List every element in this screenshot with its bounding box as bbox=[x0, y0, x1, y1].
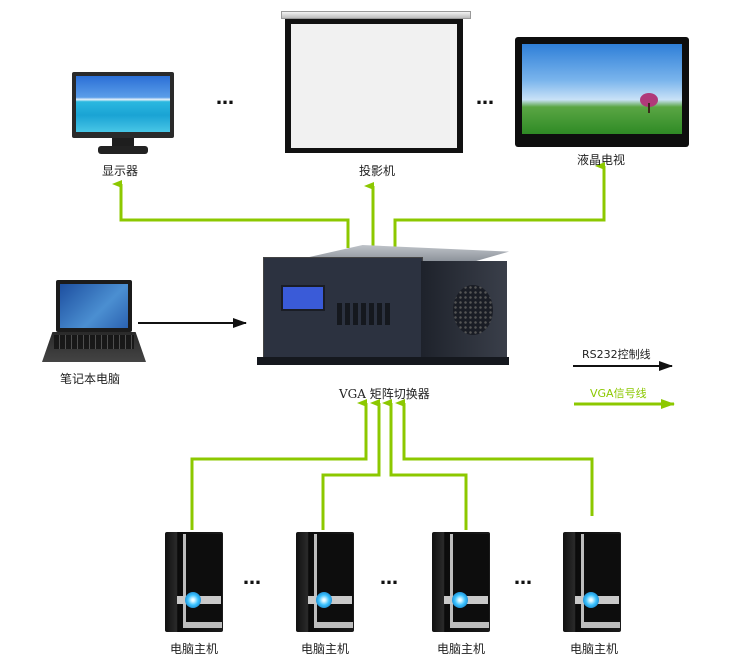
matrix-lcd bbox=[281, 285, 325, 311]
pc-tower-icon bbox=[296, 532, 354, 632]
vga-line-from-pc-3 bbox=[382, 399, 468, 530]
ellipsis-5: … bbox=[514, 568, 534, 589]
pc-tower-3 bbox=[432, 532, 490, 632]
legend-rs232-label: RS232控制线 bbox=[582, 348, 651, 361]
vga-line-to-tv bbox=[393, 162, 606, 248]
projector-screen-icon bbox=[281, 9, 471, 157]
pc-tower-icon bbox=[165, 532, 223, 632]
pc-label-4: 电脑主机 bbox=[570, 642, 619, 656]
matrix-switcher bbox=[257, 245, 509, 371]
lcd-tv bbox=[515, 37, 689, 147]
pc-tower-icon bbox=[432, 532, 490, 632]
projector bbox=[281, 9, 471, 157]
monitor-icon bbox=[72, 72, 174, 138]
vga-line-to-monitor bbox=[112, 180, 350, 248]
pc-label-3: 电脑主机 bbox=[437, 642, 486, 656]
matrix-switcher-icon bbox=[257, 245, 509, 371]
laptop-icon bbox=[42, 280, 146, 366]
ellipsis-3: … bbox=[243, 568, 263, 589]
pc-tower-2 bbox=[296, 532, 354, 632]
monitor bbox=[72, 72, 174, 160]
pc-tower-4 bbox=[563, 532, 621, 632]
vga-line-from-pc-2 bbox=[321, 399, 381, 530]
ellipsis-2: … bbox=[476, 88, 496, 109]
ellipsis-4: … bbox=[380, 568, 400, 589]
pc-tower-1 bbox=[165, 532, 223, 632]
projector-label: 投影机 bbox=[359, 164, 396, 178]
pc-tower-icon bbox=[563, 532, 621, 632]
matrix-label: VGA 矩阵切换器 bbox=[339, 387, 430, 401]
lcd-tv-label: 液晶电视 bbox=[577, 153, 626, 167]
pc-label-1: 电脑主机 bbox=[170, 642, 219, 656]
monitor-label: 显示器 bbox=[102, 164, 139, 178]
laptop-label: 笔记本电脑 bbox=[60, 372, 121, 386]
laptop bbox=[42, 280, 146, 366]
vga-line-from-pc-1 bbox=[190, 399, 368, 530]
ellipsis-1: … bbox=[216, 88, 236, 109]
vga-line-from-pc-4 bbox=[395, 399, 594, 516]
lcd-tv-icon bbox=[515, 37, 689, 147]
pc-label-2: 电脑主机 bbox=[301, 642, 350, 656]
legend-vga-label: VGA信号线 bbox=[590, 387, 647, 400]
